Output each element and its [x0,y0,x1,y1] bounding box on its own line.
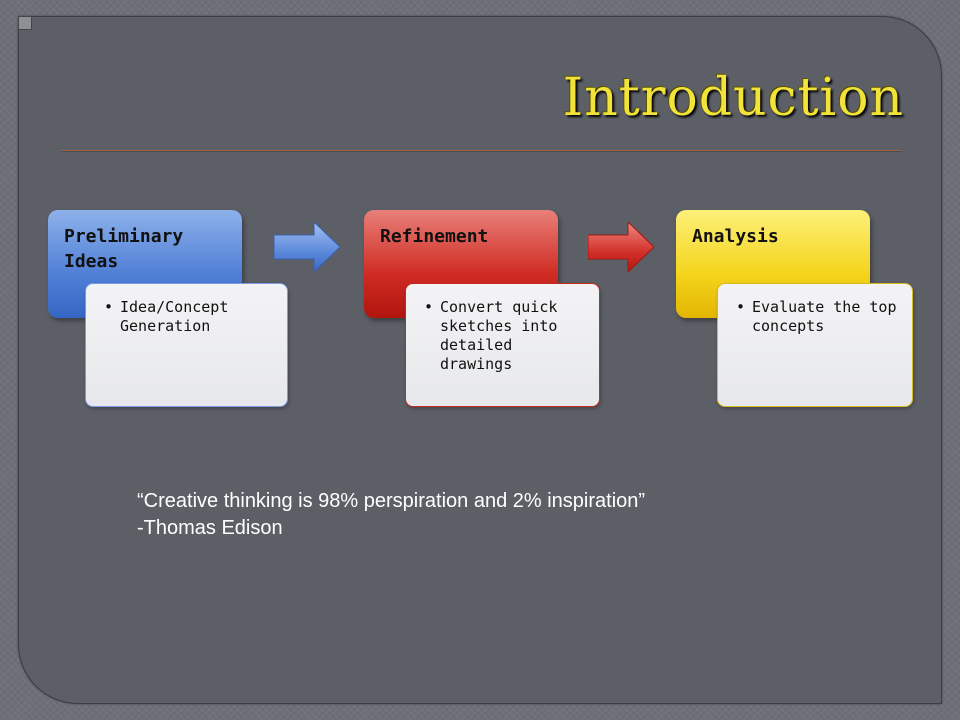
corner-square [18,16,32,30]
slide-title: Introduction [562,68,904,128]
stage-note-preliminary-ideas: • Idea/Concept Generation [85,283,288,407]
list-item: • Convert quick sketches into detailed d… [420,298,587,374]
stage-note-refinement: • Convert quick sketches into detailed d… [405,283,600,407]
list-item-text: Evaluate the top concepts [752,298,897,335]
right-arrow-icon [588,222,654,272]
quote-block: “Creative thinking is 98% perspiration a… [137,488,837,542]
bullet-icon: • [104,298,114,316]
quote-text: “Creative thinking is 98% perspiration a… [137,490,646,512]
right-arrow-icon [274,222,340,272]
title-divider [62,150,902,152]
stage-title: Analysis [692,226,779,247]
list-item-text: Convert quick sketches into detailed dra… [440,298,558,373]
list-item: • Idea/Concept Generation [100,298,275,336]
bullet-icon: • [424,298,434,316]
stage-title: Refinement [380,226,489,247]
stage-title: Preliminary Ideas [64,226,184,272]
quote-author: -Thomas Edison [137,517,283,539]
stage-note-analysis: • Evaluate the top concepts [717,283,913,407]
list-item-text: Idea/Concept Generation [120,298,229,335]
list-item: • Evaluate the top concepts [732,298,900,336]
bullet-icon: • [736,298,746,316]
